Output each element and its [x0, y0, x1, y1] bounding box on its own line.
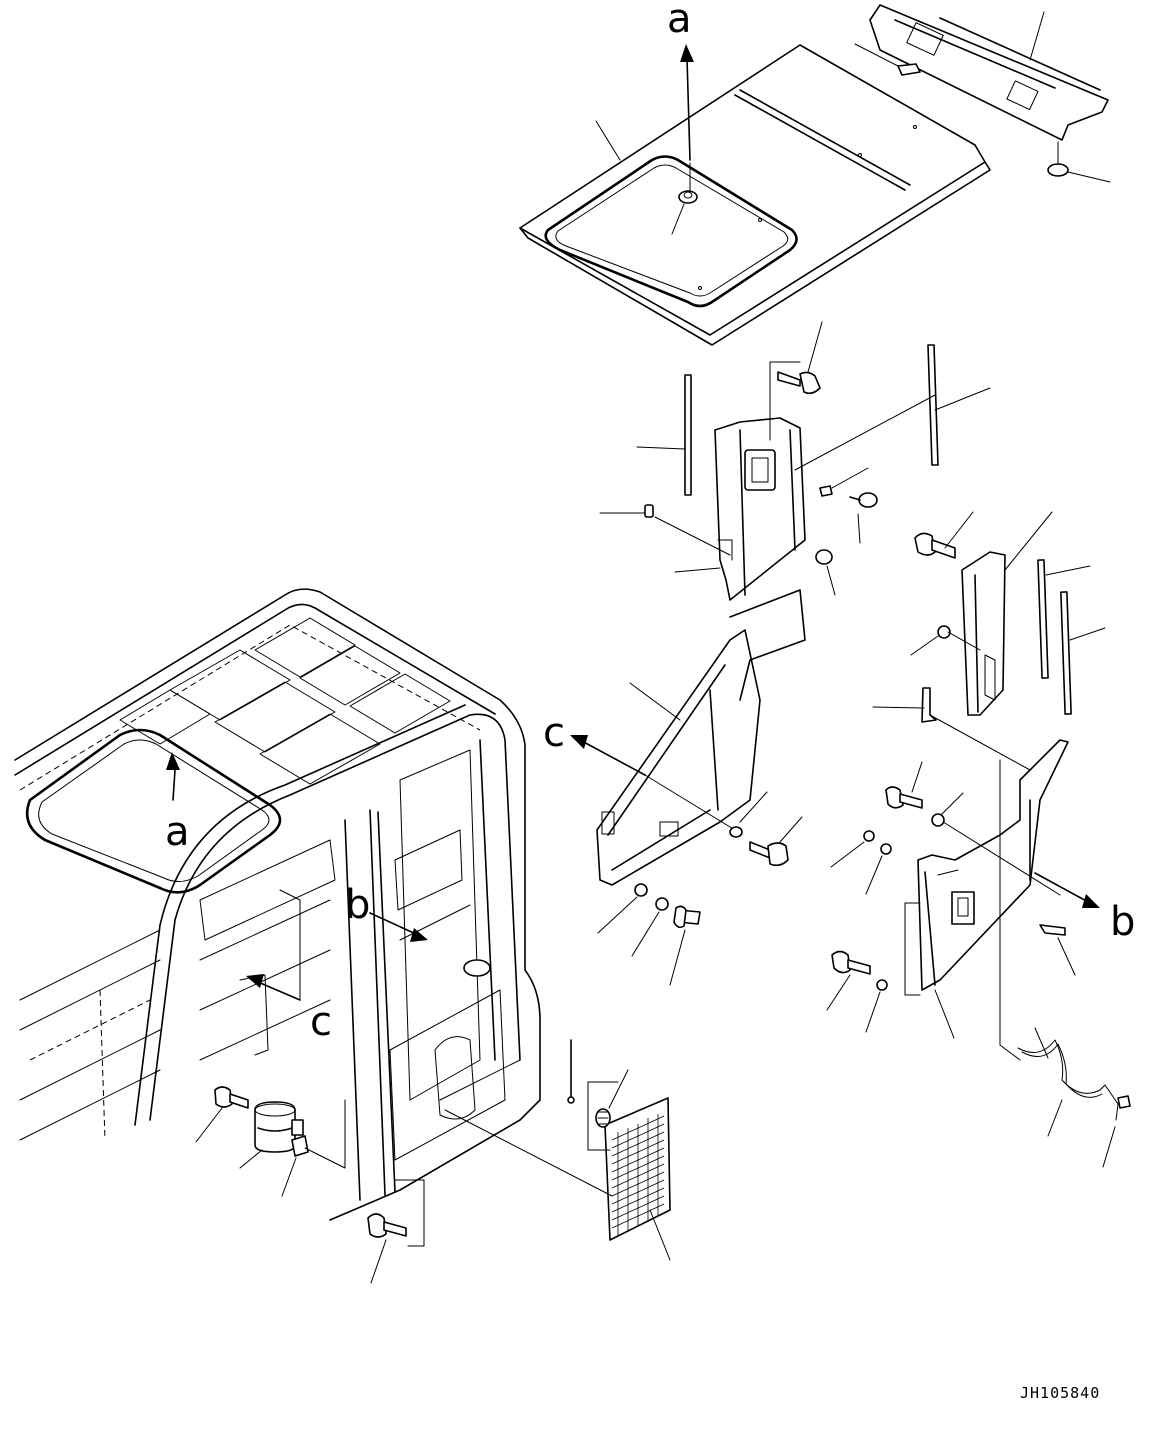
- view-arrow-b-cab: b: [345, 882, 428, 942]
- panel-washer-b: [655, 897, 669, 911]
- small-nut: [819, 485, 833, 497]
- view-arrow-c-cab: c: [246, 974, 332, 1045]
- right-pillar-trim: [961, 551, 1006, 716]
- roof-grommet: [678, 190, 698, 204]
- cab-body: [14, 588, 541, 1221]
- view-arrow-b-panel: b: [1034, 872, 1135, 945]
- cup-holder-bolt: [214, 1086, 249, 1109]
- grille-spring-clip: [595, 1108, 611, 1128]
- view-arrow-a-top: a: [667, 0, 694, 161]
- pillar-bolt-top: [777, 371, 821, 395]
- view-label-b-panel: b: [1110, 899, 1135, 945]
- view-arrow-a-cab: a: [165, 752, 190, 855]
- view-label-a-top: a: [667, 0, 692, 42]
- panel-washer-a: [634, 883, 648, 897]
- left-pillar-clip: [644, 504, 654, 518]
- right-weatherstrip-a: [1037, 559, 1049, 679]
- grille-pin: [567, 1039, 575, 1104]
- panel-nut-left: [863, 830, 875, 842]
- view-label-c-panel: c: [543, 710, 565, 756]
- pillar-weatherstrip-right: [927, 344, 939, 466]
- view-label-c-cab: c: [310, 999, 332, 1045]
- panel-nut-lower: [876, 979, 888, 991]
- right-pillar-clip: [937, 625, 951, 639]
- small-clip: [897, 63, 921, 76]
- panel-bolt-lower: [831, 950, 871, 975]
- panel-screw: [673, 905, 701, 929]
- drawing-code: JH105840: [1020, 1384, 1100, 1402]
- panel-nut-mid: [880, 843, 892, 855]
- lower-mount-bolt: [367, 1213, 407, 1238]
- left-pillar-trim-upper: [714, 417, 806, 601]
- plug-cap: [815, 549, 833, 565]
- panel-bolt-upper: [885, 786, 923, 809]
- cup-holder: [254, 1101, 304, 1153]
- bracket-clip: [1039, 924, 1066, 936]
- right-weatherstrip-b: [1060, 591, 1072, 715]
- right-pillar-bolt: [914, 532, 956, 559]
- pin-clip: [921, 687, 937, 723]
- panel-nut-upper: [931, 813, 945, 827]
- left-pillar-weatherstrip: [684, 374, 692, 496]
- washer: [729, 826, 743, 838]
- view-label-b-cab: b: [345, 882, 370, 928]
- view-label-a-cab: a: [165, 809, 190, 855]
- push-rivet: [849, 492, 878, 508]
- rear-grommet: [1047, 141, 1069, 177]
- speaker-grille: [604, 1097, 671, 1241]
- right-lower-trim-panel: [917, 739, 1069, 991]
- cup-holder-plate: [291, 1135, 309, 1157]
- roof-headliner-panel: [519, 44, 991, 346]
- wire-harness: [1017, 1039, 1131, 1121]
- left-lower-trim-panel: [596, 589, 806, 886]
- view-arrow-c-panel: c: [543, 710, 646, 776]
- pillar-bolt-mid: [749, 841, 789, 867]
